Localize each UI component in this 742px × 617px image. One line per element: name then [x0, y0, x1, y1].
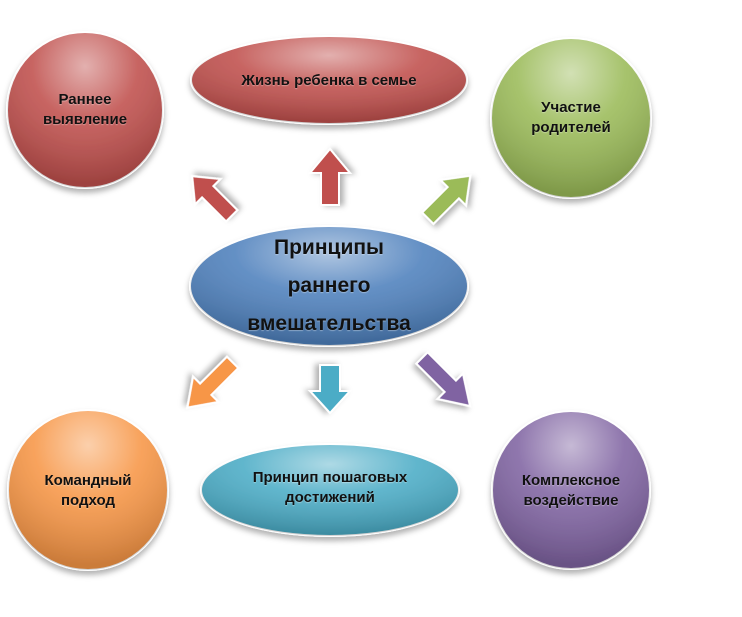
arrow-to-family-life: [307, 147, 353, 206]
arrow-to-parent-participation: [420, 174, 472, 226]
arrow-shape: [191, 175, 239, 223]
arrow-shape: [414, 350, 472, 408]
node-stepwise: [200, 443, 460, 537]
node-family-life: [190, 35, 468, 125]
arrow-shape: [307, 147, 353, 206]
arrow-to-complex-impact: [414, 350, 472, 408]
node-parent-participation: [490, 37, 652, 199]
arrow-to-early-detection: [191, 175, 239, 223]
arrow-shape: [307, 364, 353, 415]
node-team-approach: [7, 409, 169, 571]
node-complex-impact: [491, 410, 651, 570]
arrow-to-team-approach: [186, 355, 240, 409]
arrow-to-stepwise: [307, 364, 353, 415]
arrow-shape: [420, 174, 472, 226]
arrow-shape: [186, 355, 240, 409]
node-center: [189, 225, 469, 347]
node-early-detection: [6, 31, 164, 189]
